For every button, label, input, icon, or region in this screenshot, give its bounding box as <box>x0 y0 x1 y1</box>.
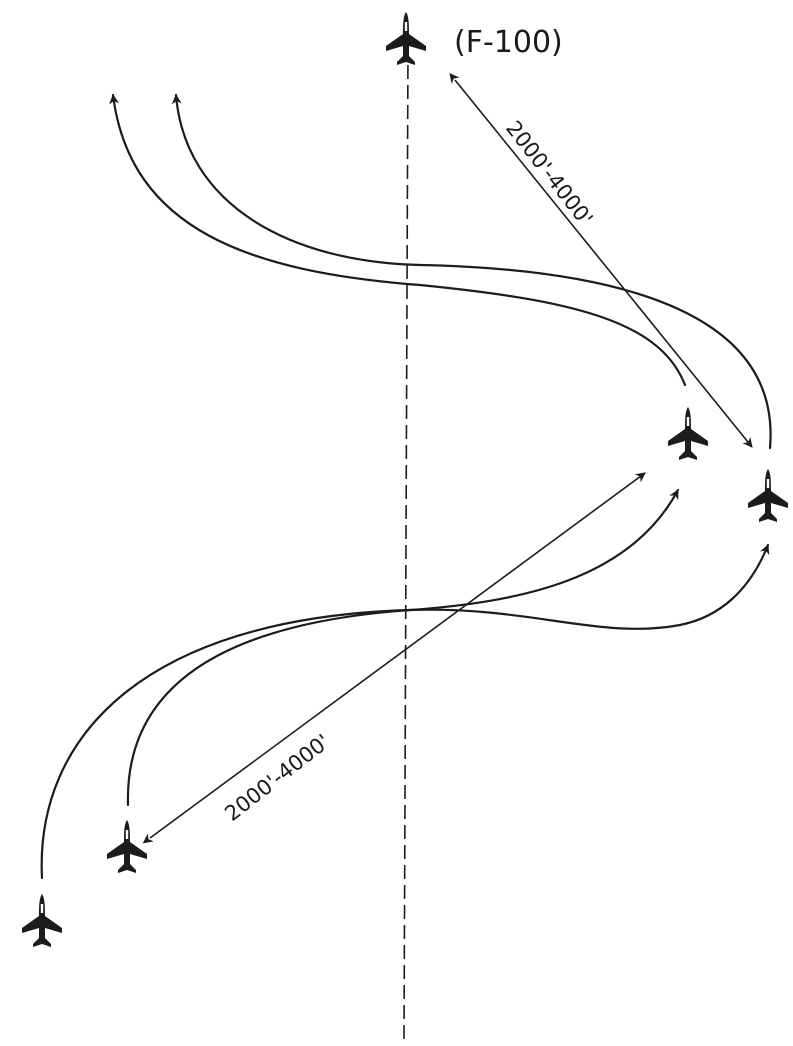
aircraft-type-label: (F-100) <box>454 25 563 60</box>
jet-aircraft-icon <box>668 407 708 460</box>
upper-separation-label: 2000'-4000' <box>501 116 597 230</box>
lower-turn-path-outer <box>40 543 770 880</box>
jet-aircraft-icon <box>386 12 426 65</box>
jet-aircraft-icon <box>22 894 62 947</box>
upper-turn-path-left <box>109 93 687 387</box>
upper-separation-arrow <box>449 73 753 448</box>
jet-aircraft-icon <box>107 820 147 873</box>
lower-turn-path-inner <box>126 488 680 807</box>
reference-centerline <box>403 44 409 1041</box>
jet-aircraft-icon <box>748 469 788 522</box>
upper-turn-path-right <box>171 93 772 450</box>
lower-separation-arrow <box>142 472 646 844</box>
